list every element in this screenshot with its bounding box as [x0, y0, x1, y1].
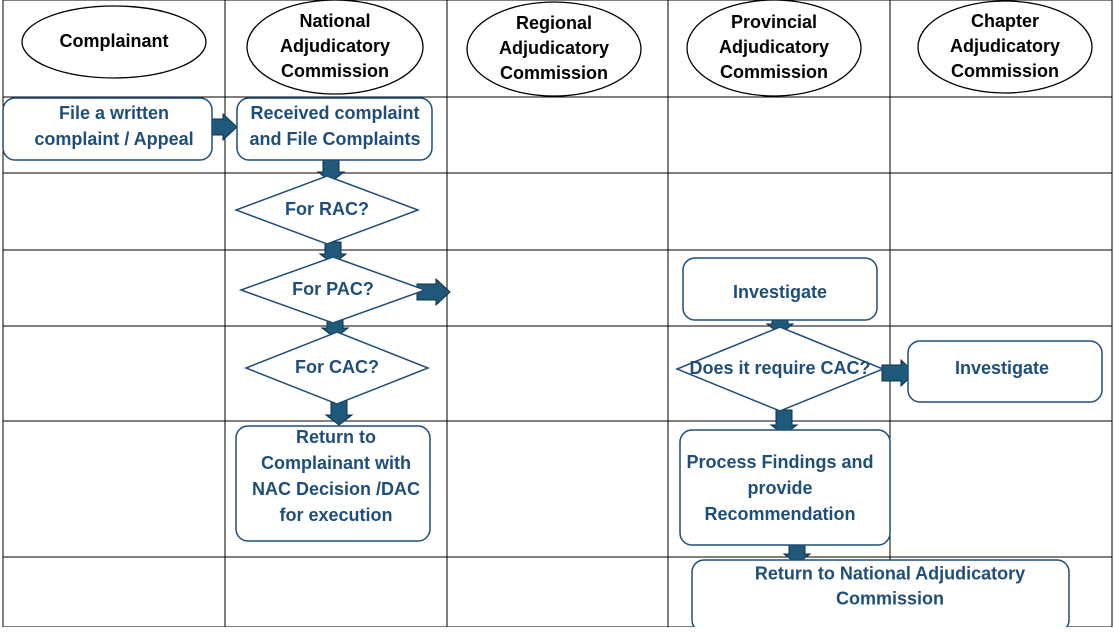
label-line: Complainant: [59, 31, 168, 51]
label-line: File a written: [59, 103, 169, 123]
label-line: Provincial: [731, 12, 817, 32]
label-line: Investigate: [733, 282, 827, 302]
label-line: Return to National Adjudicatory: [755, 563, 1025, 583]
process-box: [2, 97, 213, 161]
step-cac-investigate: Investigate: [907, 340, 1103, 403]
label-line: For RAC?: [285, 199, 369, 219]
label-line: Recommendation: [704, 504, 855, 524]
label-line: Commission: [281, 61, 389, 81]
decision-diamond: [243, 331, 431, 405]
label-line: National: [299, 11, 370, 31]
label-line: Adjudicatory: [950, 36, 1060, 56]
arrow-pac-to-rac: [416, 277, 451, 307]
label-line: Adjudicatory: [719, 37, 829, 57]
label-line: complaint / Appeal: [34, 129, 193, 149]
label-line: Investigate: [955, 358, 1049, 378]
label-line: Process Findings and: [686, 452, 873, 472]
process-box: [682, 257, 878, 321]
decision-diamond: [233, 175, 421, 245]
step-received-complaint: Received complaint and File Complaints: [236, 97, 433, 161]
label-line: Complainant with: [261, 453, 411, 473]
process-box: [679, 429, 891, 546]
step-for-rac: For RAC?: [233, 175, 421, 245]
arrow-cac-to-return: [324, 400, 354, 426]
label-line: Commission: [836, 588, 944, 608]
decision-diamond: [238, 256, 428, 324]
lane-header-complainant: Complainant: [21, 5, 207, 79]
label-line: For CAC?: [295, 357, 379, 377]
step-return-to-nac: Return to National AdjudicatoryCommissio…: [691, 559, 1070, 632]
process-box: [907, 340, 1103, 403]
step-require-cac: Does it require CAC?: [675, 326, 885, 412]
lane-header-ellipse: [246, 0, 424, 95]
process-box: [236, 97, 433, 161]
label-line: Commission: [500, 63, 608, 83]
label-line: Does it require CAC?: [689, 358, 870, 378]
label-line: Received complaint: [250, 103, 419, 123]
step-process-findings: Process Findings and provideRecommendatio…: [679, 429, 891, 546]
lane-header-ellipse: [686, 0, 862, 97]
decision-diamond: [675, 326, 885, 412]
label-line: for execution: [279, 505, 392, 525]
lane-header-ellipse: [466, 1, 642, 97]
label-line: For PAC?: [292, 279, 374, 299]
label-line: Adjudicatory: [499, 38, 609, 58]
lane-header-ellipse: [917, 0, 1093, 94]
label-line: and File Complaints: [249, 129, 420, 149]
label-line: Adjudicatory: [280, 36, 390, 56]
step-file-complaint: File a written complaint / Appeal: [2, 97, 213, 161]
step-pac-investigate: Investigate: [682, 257, 878, 321]
process-box: [691, 559, 1070, 632]
step-for-pac: For PAC?: [238, 256, 428, 324]
label-line: provide: [747, 478, 812, 498]
step-for-cac: For CAC?: [243, 331, 431, 405]
label-line: Return to: [296, 427, 376, 447]
label-line: NAC Decision /DAC: [252, 479, 420, 499]
label-line: Regional: [516, 13, 592, 33]
label-line: Chapter: [971, 11, 1039, 31]
label-line: Commission: [951, 61, 1059, 81]
process-box: [235, 425, 431, 542]
label-line: Commission: [720, 62, 828, 82]
lane-header-ellipse: [21, 5, 207, 79]
